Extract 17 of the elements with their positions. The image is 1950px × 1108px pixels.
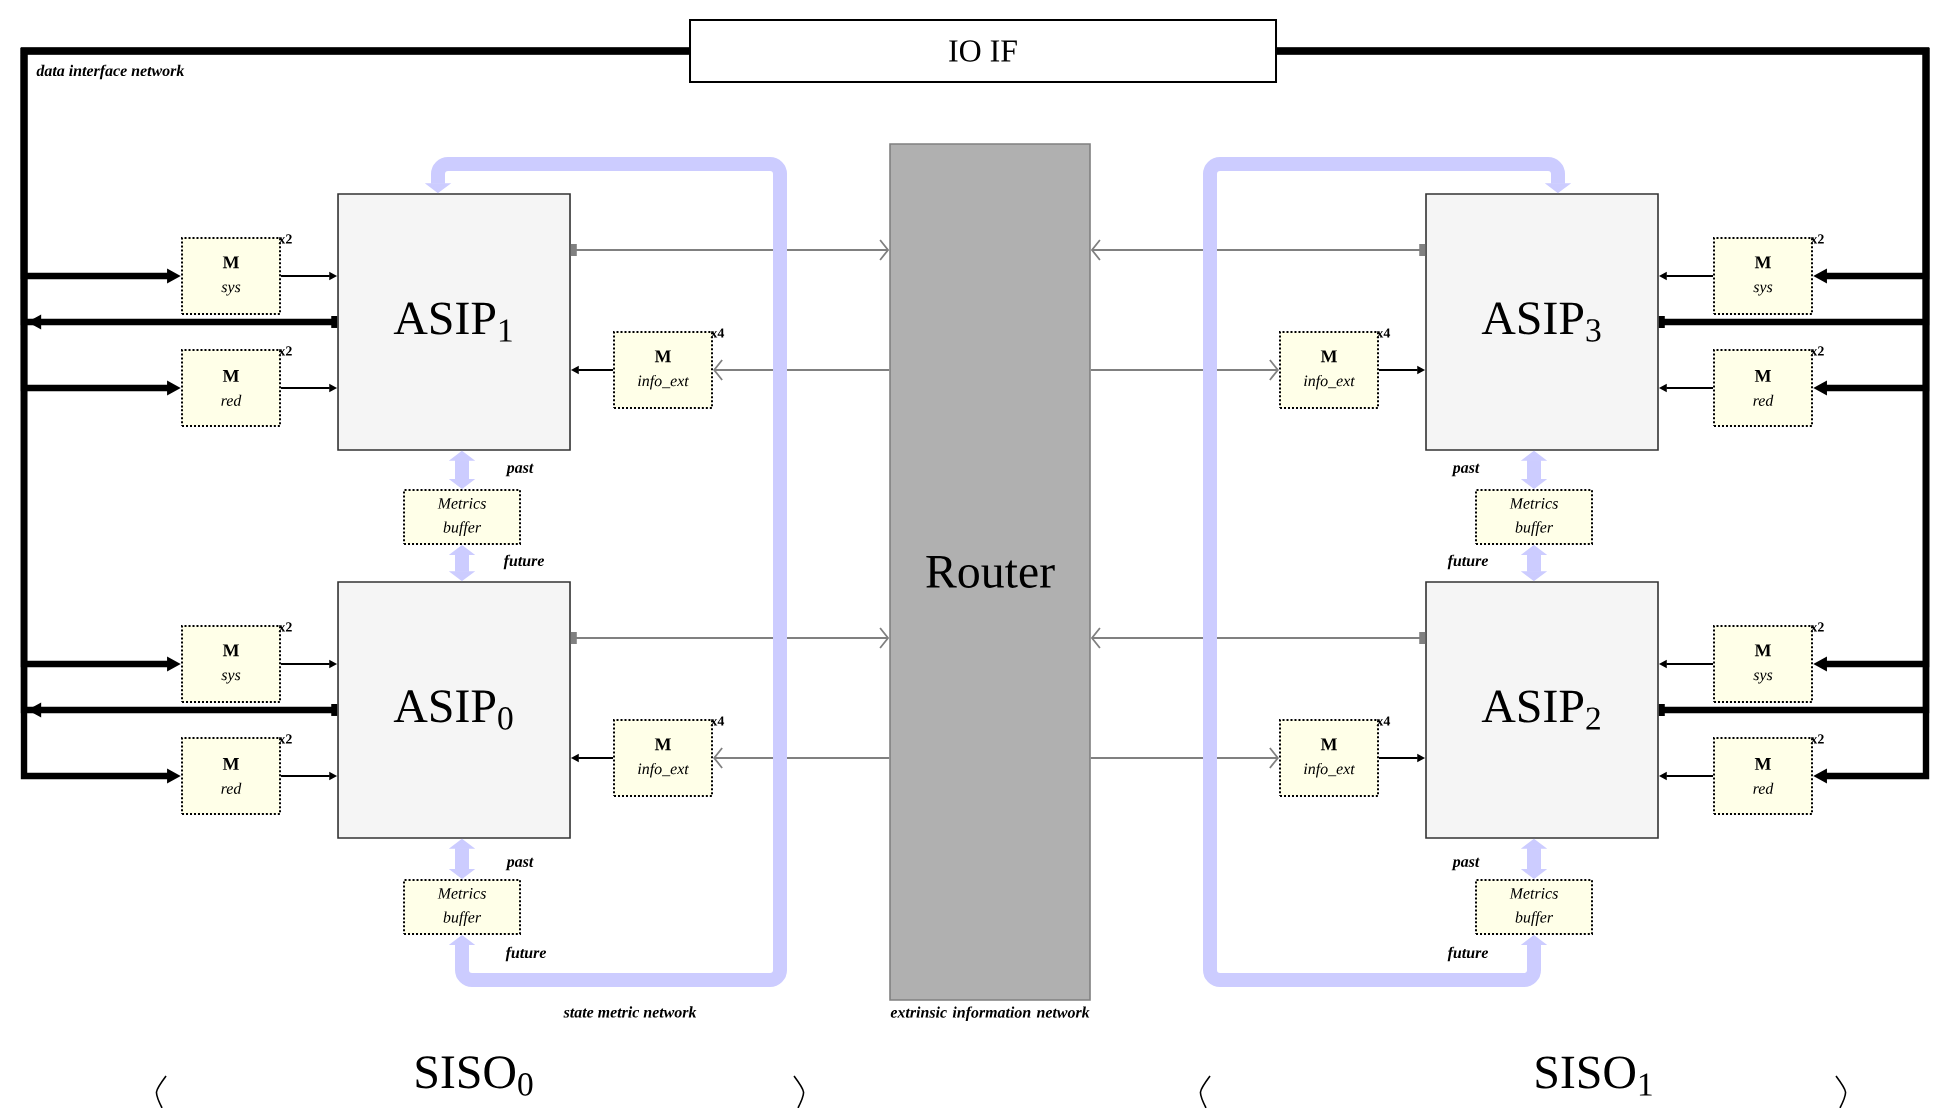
processor-box: ASIP$_{3}$	[1425, 193, 1659, 451]
processor-box: ASIP$_{0}$	[337, 581, 571, 839]
group-label: SISO$_{1}$	[1536, 1056, 1652, 1096]
router-box: Router	[889, 143, 1091, 1001]
arrow	[570, 239, 890, 261]
arrow	[1090, 239, 1426, 261]
arrow	[713, 359, 891, 381]
processor-box: ASIP$_{2}$	[1425, 581, 1659, 839]
group-label: SISO$_{0}$	[416, 1056, 533, 1096]
arrow	[1089, 359, 1279, 381]
processor-box: ASIP$_{1}$	[337, 193, 571, 451]
arrow	[1090, 627, 1426, 649]
interface-box: IO IF	[689, 19, 1277, 83]
arrow	[713, 747, 891, 769]
network-arrow	[1203, 157, 1572, 987]
arrow	[570, 627, 890, 649]
arrow	[1089, 747, 1279, 769]
